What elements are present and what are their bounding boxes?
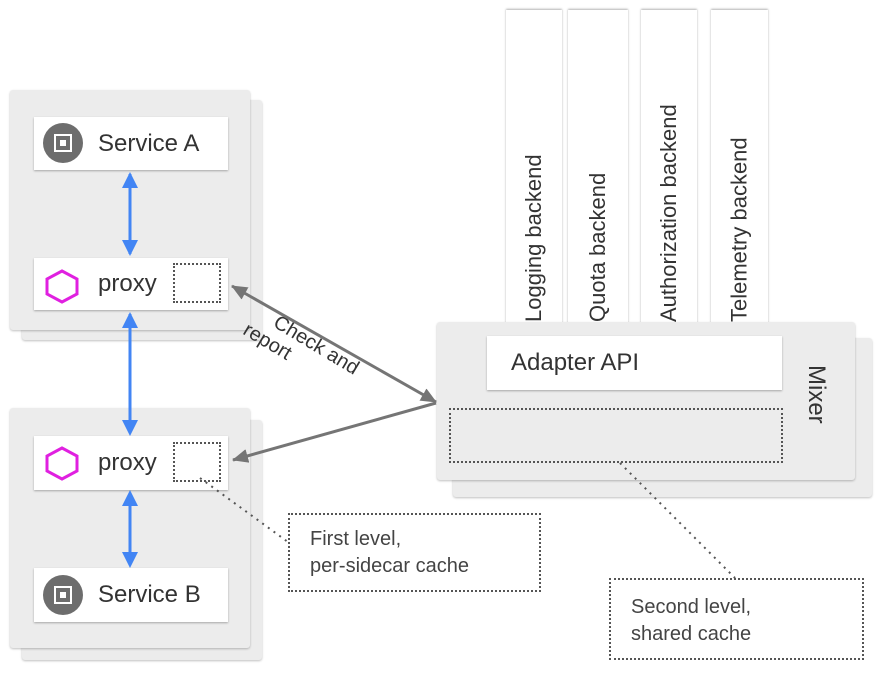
note-line: per-sidecar cache	[310, 555, 469, 577]
check-report-arrow-a	[231, 284, 437, 404]
chip-icon	[43, 123, 83, 163]
shared-cache-area	[449, 408, 783, 463]
mixer-label: Mixer	[803, 365, 830, 424]
check-report-arrow-b	[232, 401, 437, 463]
first-cache-leader	[199, 477, 289, 543]
note-line: Second level,	[631, 596, 752, 618]
service-b-label: Service B	[98, 581, 201, 608]
first-level-cache-note: First level, per-sidecar cache	[288, 513, 541, 592]
note-line: shared cache	[631, 623, 752, 645]
proxy-b-label: proxy	[98, 449, 157, 476]
proxy-a-label: proxy	[98, 270, 157, 297]
blue-arrowheads	[122, 172, 138, 568]
note-line: First level,	[310, 528, 402, 550]
hexagon-icon	[45, 269, 79, 304]
proxy-a-cache	[173, 263, 221, 303]
adapter-api-label: Adapter API	[511, 349, 640, 376]
chip-icon	[43, 575, 83, 615]
second-cache-leader	[619, 462, 736, 579]
hexagon-icon	[45, 446, 79, 481]
service-a-label: Service A	[98, 130, 200, 157]
proxy-b-cache	[173, 442, 221, 482]
second-level-cache-note: Second level, shared cache	[609, 578, 864, 660]
adapter-api: Adapter API	[487, 336, 782, 390]
